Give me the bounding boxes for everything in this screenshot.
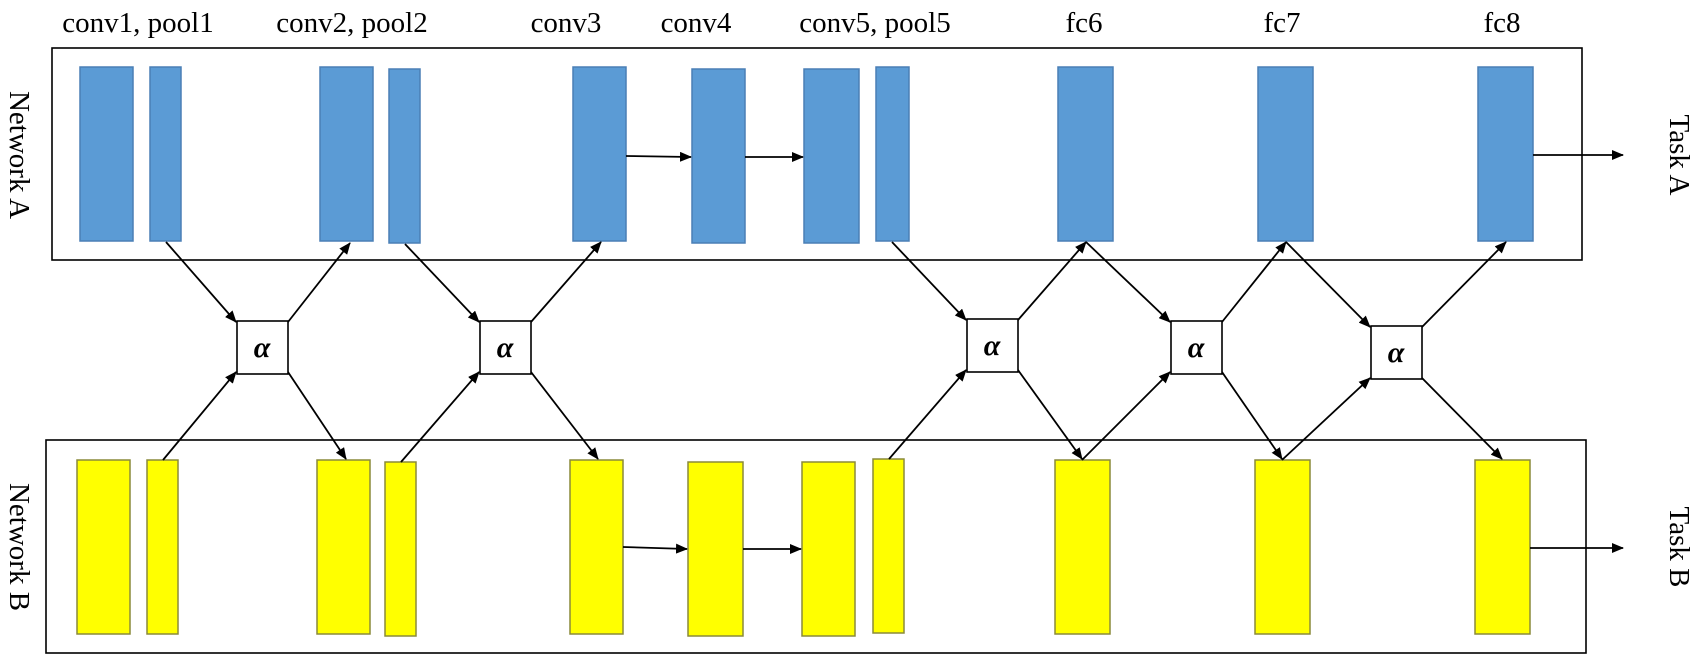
alpha-symbol-5: α: [1388, 336, 1405, 369]
network-a-fc8-block: [1477, 66, 1534, 242]
network-b-layers: [76, 458, 1531, 637]
layer-label-conv4: conv4: [661, 7, 732, 39]
arrow-a-fc6-to-alpha4: [1085, 241, 1171, 323]
arrow-a-pool1-to-alpha1: [165, 241, 237, 323]
network-a-frame: [51, 47, 1583, 261]
alpha-box-1: [236, 320, 289, 375]
arrow-b-pool2-to-alpha2: [400, 371, 480, 463]
arrow-alpha2-to-a-conv3: [530, 241, 602, 323]
network-a-pool2-block: [388, 68, 421, 244]
arrow-a-conv3-to-conv4: [625, 151, 692, 162]
network-b-conv1-block: [76, 459, 131, 635]
network-a-fc6-block: [1057, 66, 1114, 242]
layer-label-fc7: fc7: [1263, 7, 1300, 39]
network-a-conv5-block: [803, 68, 860, 244]
alpha-symbol-3: α: [984, 329, 1001, 362]
cross-stitch-unit-1: α: [236, 320, 289, 375]
network-b-frame: [45, 439, 1587, 654]
arrow-b-fc6-to-alpha4: [1081, 371, 1171, 461]
alpha-symbol-1: α: [254, 331, 271, 364]
network-a-fc7-block: [1257, 66, 1314, 242]
layer-label-fc6: fc6: [1065, 7, 1102, 39]
arrow-alpha1-to-a-conv2: [287, 242, 351, 323]
arrow-b-conv3-to-conv4: [622, 543, 688, 554]
network-a-conv2-block: [319, 66, 374, 242]
arrow-a-pool5-to-alpha3: [891, 241, 967, 321]
layer-label-conv2-pool2: conv2, pool2: [276, 7, 427, 39]
alpha-symbol-4: α: [1188, 331, 1205, 364]
network-b-fc7-block: [1254, 459, 1311, 635]
alpha-box-3: [966, 318, 1019, 373]
layer-label-conv5-pool5: conv5, pool5: [799, 7, 950, 39]
arrow-b-pool1-to-alpha1: [162, 371, 237, 461]
arrow-alpha3-to-a-fc6: [1017, 241, 1087, 321]
network-b-fc8-block: [1474, 459, 1531, 635]
arrow-alpha4-to-a-fc7: [1221, 241, 1287, 323]
network-b-conv3-block: [569, 459, 624, 635]
network-a-pool5-block: [875, 66, 910, 242]
network-b-conv5-block: [801, 461, 856, 637]
arrow-b-fc7-to-alpha5: [1281, 377, 1371, 461]
arrow-a-pool2-to-alpha2: [404, 243, 480, 323]
network-b-conv4-block: [687, 461, 744, 637]
network-b-conv2-block: [316, 459, 371, 635]
network-a-conv4-block: [691, 68, 746, 244]
alpha-box-5: [1370, 325, 1423, 380]
cross-stitch-unit-3: α: [966, 318, 1019, 373]
arrow-alpha4-to-b-fc7: [1221, 371, 1283, 460]
alpha-box-2: [479, 320, 532, 375]
task-a-label: Task A: [1663, 115, 1695, 196]
network-b-pool2-block: [384, 461, 417, 637]
arrow-alpha5-to-a-fc8: [1421, 241, 1507, 328]
arrow-alpha3-to-b-fc6: [1017, 369, 1083, 460]
arrow-alpha1-to-b-conv2: [287, 371, 347, 460]
network-b-pool1-block: [146, 459, 179, 635]
cross-stitch-unit-5: α: [1370, 325, 1423, 380]
task-b-label: Task B: [1663, 507, 1695, 588]
cross-stitch-unit-2: α: [479, 320, 532, 375]
network-b-fc6-block: [1054, 459, 1111, 635]
arrow-alpha5-to-b-fc8: [1421, 377, 1503, 460]
arrow-alpha2-to-b-conv3: [530, 371, 599, 460]
arrow-b-pool5-to-alpha3: [888, 369, 967, 460]
layer-label-conv1-pool1: conv1, pool1: [62, 7, 213, 39]
network-a-conv3-block: [572, 66, 627, 242]
layer-label-fc8: fc8: [1483, 7, 1520, 39]
alpha-box-4: [1170, 320, 1223, 375]
cross-stitch-unit-4: α: [1170, 320, 1223, 375]
network-a-label: Network A: [3, 91, 35, 219]
alpha-symbol-2: α: [497, 331, 514, 364]
network-a-layers: [79, 66, 1534, 244]
network-b-label: Network B: [3, 483, 35, 611]
arrow-a-fc7-to-alpha5: [1285, 241, 1371, 328]
network-a-pool1-block: [149, 66, 182, 242]
network-a-conv1-block: [79, 66, 134, 242]
network-b-pool5-block: [872, 458, 905, 634]
layer-label-conv3: conv3: [531, 7, 602, 39]
